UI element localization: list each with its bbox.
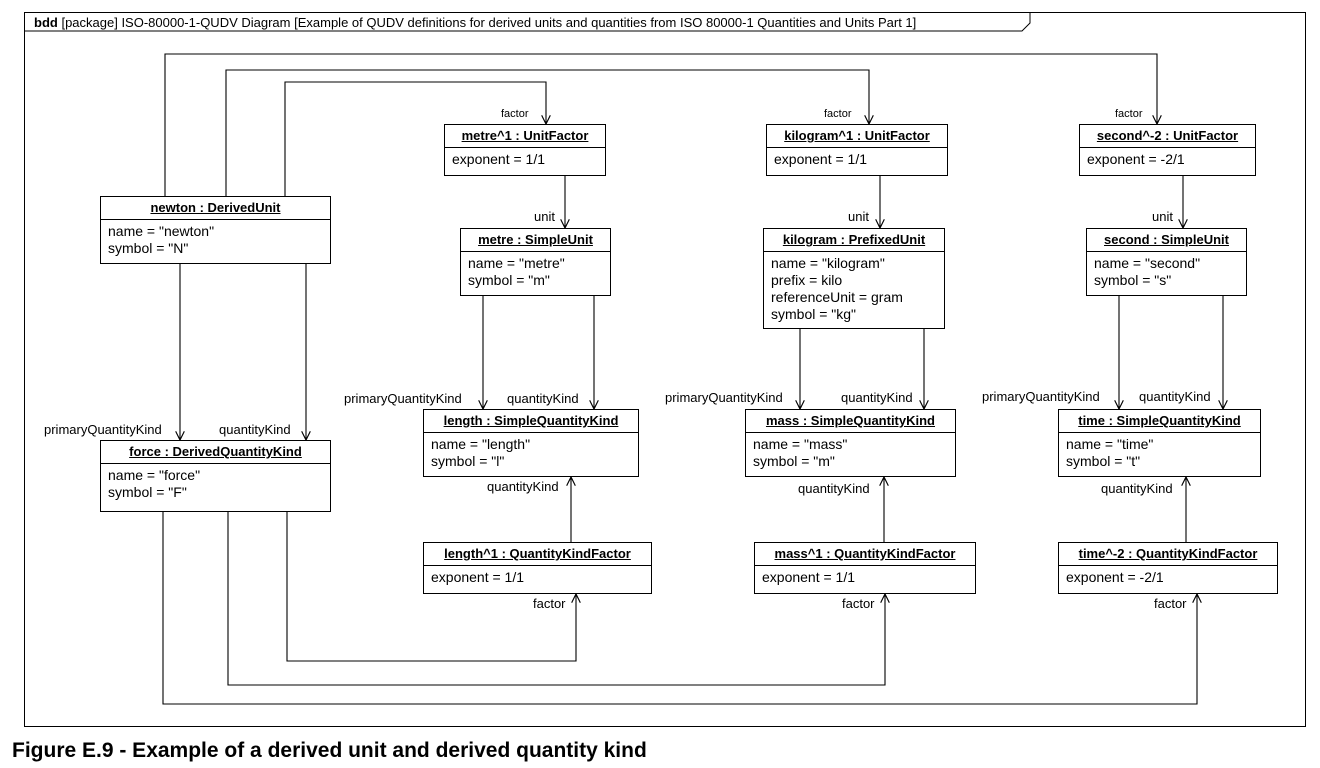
label-factor-time-factor: factor	[1154, 596, 1187, 611]
box-attr: exponent = 1/1	[762, 569, 856, 585]
box-title: mass : SimpleQuantityKind	[746, 410, 955, 433]
metre-unit-factor-box: metre^1 : UnitFactor exponent = 1/1	[444, 124, 606, 176]
label-factor-second: factor	[1115, 108, 1143, 120]
label-qk-length: quantityKind	[507, 391, 579, 406]
frame-title: bdd [package] ISO-80000-1-QUDV Diagram […	[34, 15, 916, 30]
label-factor-metre: factor	[501, 108, 529, 120]
box-title: second : SimpleUnit	[1087, 229, 1246, 252]
length-quantity-kind-box: length : SimpleQuantityKind name = "leng…	[423, 409, 639, 477]
box-title: metre^1 : UnitFactor	[445, 125, 605, 148]
label-factor-length-factor: factor	[533, 596, 566, 611]
box-title: mass^1 : QuantityKindFactor	[755, 543, 975, 566]
time-quantity-kind-box: time : SimpleQuantityKind name = "time"s…	[1058, 409, 1261, 477]
box-title: second^-2 : UnitFactor	[1080, 125, 1255, 148]
frame-title-text: [package] ISO-80000-1-QUDV Diagram [Exam…	[61, 15, 917, 30]
diagram-frame	[24, 12, 1306, 727]
label-qk-length-factor: quantityKind	[487, 479, 559, 494]
box-attr: exponent = 1/1	[431, 569, 525, 585]
box-attr: exponent = -2/1	[1066, 569, 1164, 585]
box-attr: symbol = "F"	[108, 484, 187, 500]
box-attr: name = "mass"	[753, 436, 848, 452]
box-title: newton : DerivedUnit	[101, 197, 330, 220]
kilogram-unit-factor-box: kilogram^1 : UnitFactor exponent = 1/1	[766, 124, 948, 176]
box-title: length^1 : QuantityKindFactor	[424, 543, 651, 566]
newton-derived-unit-box: newton : DerivedUnit name = "newton"symb…	[100, 196, 331, 264]
length-quantity-kind-factor-box: length^1 : QuantityKindFactor exponent =…	[423, 542, 652, 594]
force-to-mass-factor-line	[227, 512, 885, 686]
box-title: time^-2 : QuantityKindFactor	[1059, 543, 1277, 566]
figure-caption: Figure E.9 - Example of a derived unit a…	[12, 739, 647, 762]
mass-quantity-kind-factor-box: mass^1 : QuantityKindFactor exponent = 1…	[754, 542, 976, 594]
box-attr: name = "metre"	[468, 255, 565, 271]
time-quantity-kind-factor-box: time^-2 : QuantityKindFactor exponent = …	[1058, 542, 1278, 594]
second-unit-factor-box: second^-2 : UnitFactor exponent = -2/1	[1079, 124, 1256, 176]
kilogram-prefixed-unit-box: kilogram : PrefixedUnit name = "kilogram…	[763, 228, 945, 329]
newton-to-metre-factor-line	[284, 81, 546, 196]
box-attr: symbol = "l"	[431, 453, 505, 469]
label-qk-time: quantityKind	[1139, 389, 1211, 404]
box-title: kilogram : PrefixedUnit	[764, 229, 944, 252]
force-to-time-factor-line	[162, 512, 1197, 705]
label-factor-kilogram: factor	[824, 108, 852, 120]
label-qk-mass: quantityKind	[841, 390, 913, 405]
label-unit-metre: unit	[534, 209, 555, 224]
mass-quantity-kind-box: mass : SimpleQuantityKind name = "mass"s…	[745, 409, 956, 477]
force-to-length-factor-line	[286, 512, 576, 662]
box-attr: symbol = "t"	[1066, 453, 1141, 469]
box-attr: name = "force"	[108, 467, 201, 483]
label-unit-kilogram: unit	[848, 209, 869, 224]
label-primary-qk-force: primaryQuantityKind	[44, 422, 162, 437]
box-title: metre : SimpleUnit	[461, 229, 610, 252]
box-title: force : DerivedQuantityKind	[101, 441, 330, 464]
box-attr: symbol = "s"	[1094, 272, 1172, 288]
box-attr: name = "time"	[1066, 436, 1154, 452]
box-attr: name = "second"	[1094, 255, 1201, 271]
box-attr: referenceUnit = gram	[771, 289, 903, 305]
box-attr: symbol = "m"	[468, 272, 550, 288]
box-attr: name = "newton"	[108, 223, 215, 239]
box-attr: name = "kilogram"	[771, 255, 885, 271]
second-simple-unit-box: second : SimpleUnit name = "second"symbo…	[1086, 228, 1247, 296]
label-primary-qk-mass: primaryQuantityKind	[665, 390, 783, 405]
label-primary-qk-length: primaryQuantityKind	[344, 391, 462, 406]
force-derived-quantity-kind-box: force : DerivedQuantityKind name = "forc…	[100, 440, 331, 512]
box-attr: prefix = kilo	[771, 272, 843, 288]
label-qk-force: quantityKind	[219, 422, 291, 437]
box-title: kilogram^1 : UnitFactor	[767, 125, 947, 148]
label-factor-mass-factor: factor	[842, 596, 875, 611]
box-title: length : SimpleQuantityKind	[424, 410, 638, 433]
box-attr: symbol = "N"	[108, 240, 189, 256]
frame-tab	[24, 12, 1031, 32]
label-qk-mass-factor: quantityKind	[798, 481, 870, 496]
box-attr: name = "length"	[431, 436, 531, 452]
newton-to-kilogram-factor-line	[225, 69, 869, 196]
box-attr: exponent = -2/1	[1087, 151, 1185, 167]
label-unit-second: unit	[1152, 209, 1173, 224]
metre-simple-unit-box: metre : SimpleUnit name = "metre"symbol …	[460, 228, 611, 296]
box-attr: exponent = 1/1	[452, 151, 546, 167]
box-attr: symbol = "m"	[753, 453, 835, 469]
label-qk-time-factor: quantityKind	[1101, 481, 1173, 496]
label-primary-qk-time: primaryQuantityKind	[982, 389, 1100, 404]
box-attr: exponent = 1/1	[774, 151, 868, 167]
frame-keyword: bdd	[34, 15, 58, 30]
box-title: time : SimpleQuantityKind	[1059, 410, 1260, 433]
newton-to-second-factor-line	[164, 53, 1157, 196]
box-attr: symbol = "kg"	[771, 306, 857, 322]
